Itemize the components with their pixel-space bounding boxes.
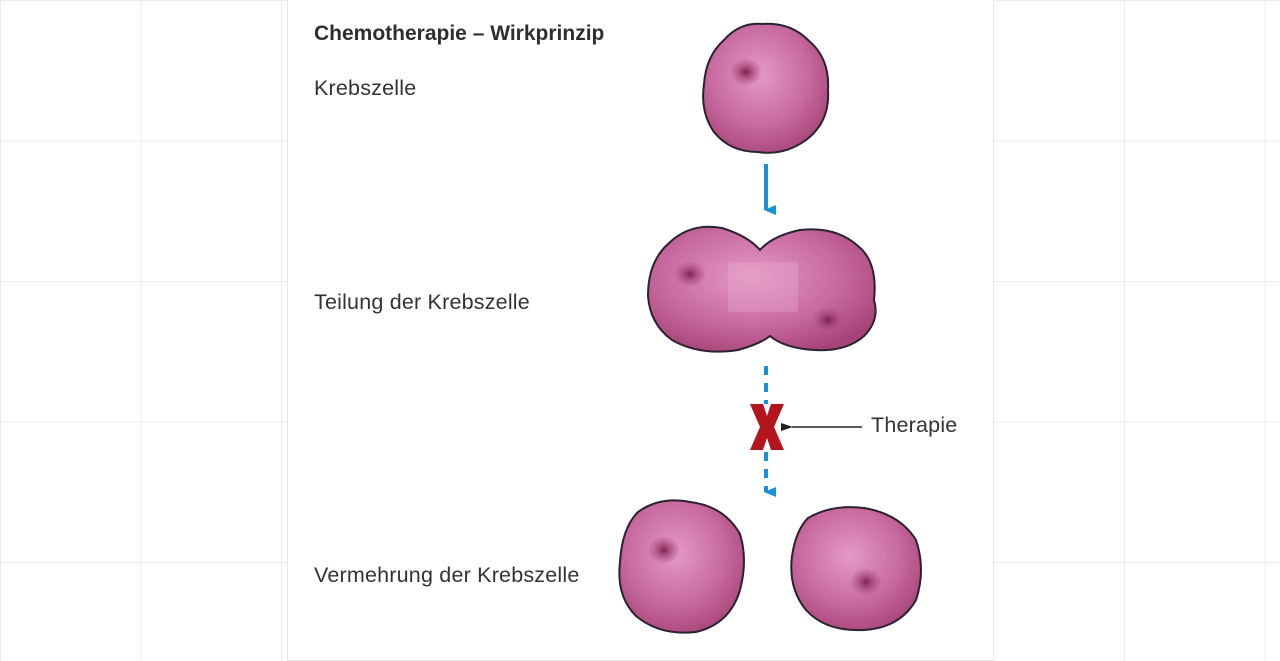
step-label-cancer-cell: Krebszelle (314, 76, 417, 100)
nucleus (649, 537, 679, 563)
nucleus-right (813, 308, 843, 332)
nucleus-left (675, 262, 705, 286)
daughter-cell-right (790, 506, 922, 632)
cancer-cell (702, 22, 830, 154)
therapy-label: Therapie (871, 413, 958, 437)
daughter-cell-left (618, 499, 745, 634)
dividing-cell (646, 225, 877, 353)
step-label-division: Teilung der Krebszelle (314, 290, 530, 314)
nucleus (731, 59, 761, 85)
step-label-multiplication: Vermehrung der Krebszelle (314, 563, 580, 587)
red-x-icon (750, 404, 784, 450)
diagram-title: Chemotherapie – Wirkprinzip (314, 22, 605, 45)
nucleus (851, 569, 881, 595)
